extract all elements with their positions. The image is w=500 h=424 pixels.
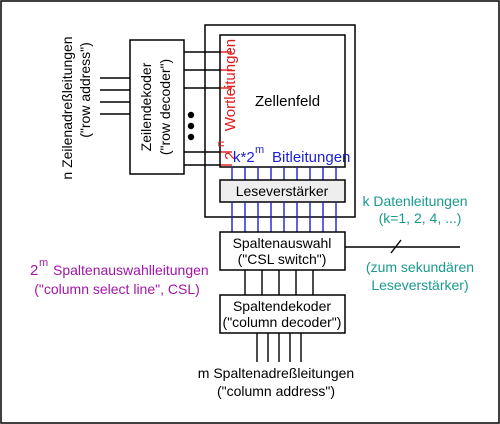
column-address-lines	[256, 333, 302, 362]
row-decoder-label-en: ("row decoder")	[157, 59, 173, 155]
word-lines-label: Wortleitungen	[222, 39, 239, 131]
data-lines-note: (zum sekundären	[366, 259, 474, 275]
column-select-label-en: ("CSL switch")	[238, 251, 327, 267]
word-lines	[220, 51, 232, 166]
column-decoder-label: Spaltendekoder	[233, 298, 331, 314]
row-decoder-label: Zeilendekoder	[138, 62, 154, 151]
word-lines-base: 2	[222, 152, 239, 160]
row-address-lines	[100, 77, 130, 115]
csl-label: Spaltenauswahlleitungen	[53, 262, 209, 278]
csl-base: 2	[30, 262, 38, 279]
column-select-label: Spaltenauswahl	[233, 235, 332, 251]
data-lines-k: (k=1, 2, 4, ...)	[379, 210, 462, 226]
column-decoder	[219, 294, 346, 334]
ellipsis-dots	[187, 111, 195, 141]
data-lines-label: k Datenleitungen	[362, 193, 467, 209]
decoder-output-lines	[184, 51, 220, 166]
column-select	[219, 231, 346, 271]
cell-field	[219, 34, 346, 168]
memory-array-frame	[204, 24, 356, 218]
sense-amplifier-label: Leseverstärker	[236, 183, 329, 199]
bit-lines-exponent: m	[255, 144, 264, 156]
csl-exponent: m	[39, 257, 48, 269]
data-lines-note-2: Leseverstärker)	[371, 277, 468, 293]
csl-lines	[244, 270, 314, 295]
bit-lines-label: Bitleitungen	[272, 149, 350, 166]
bit-lines	[231, 167, 337, 180]
sense-amplifier	[219, 179, 346, 203]
row-decoder	[129, 39, 185, 175]
row-address-label-en: ("row address")	[77, 42, 93, 138]
sense-to-csl-lines	[231, 202, 337, 232]
row-address-label: n Zeilenadreßleitungen	[59, 36, 75, 179]
csl-label-en: ("column select line", CSL)	[34, 281, 200, 297]
column-address-label: m Spaltenadreßleitungen	[198, 365, 354, 381]
column-decoder-label-en: ("column decoder")	[223, 314, 342, 330]
column-address-label-en: ("column address")	[217, 383, 335, 399]
cell-field-label: Zellenfeld	[255, 93, 320, 110]
data-output-line	[345, 239, 460, 254]
bit-lines-prefix: k*2	[233, 149, 255, 166]
word-lines-exponent: n	[215, 141, 227, 147]
